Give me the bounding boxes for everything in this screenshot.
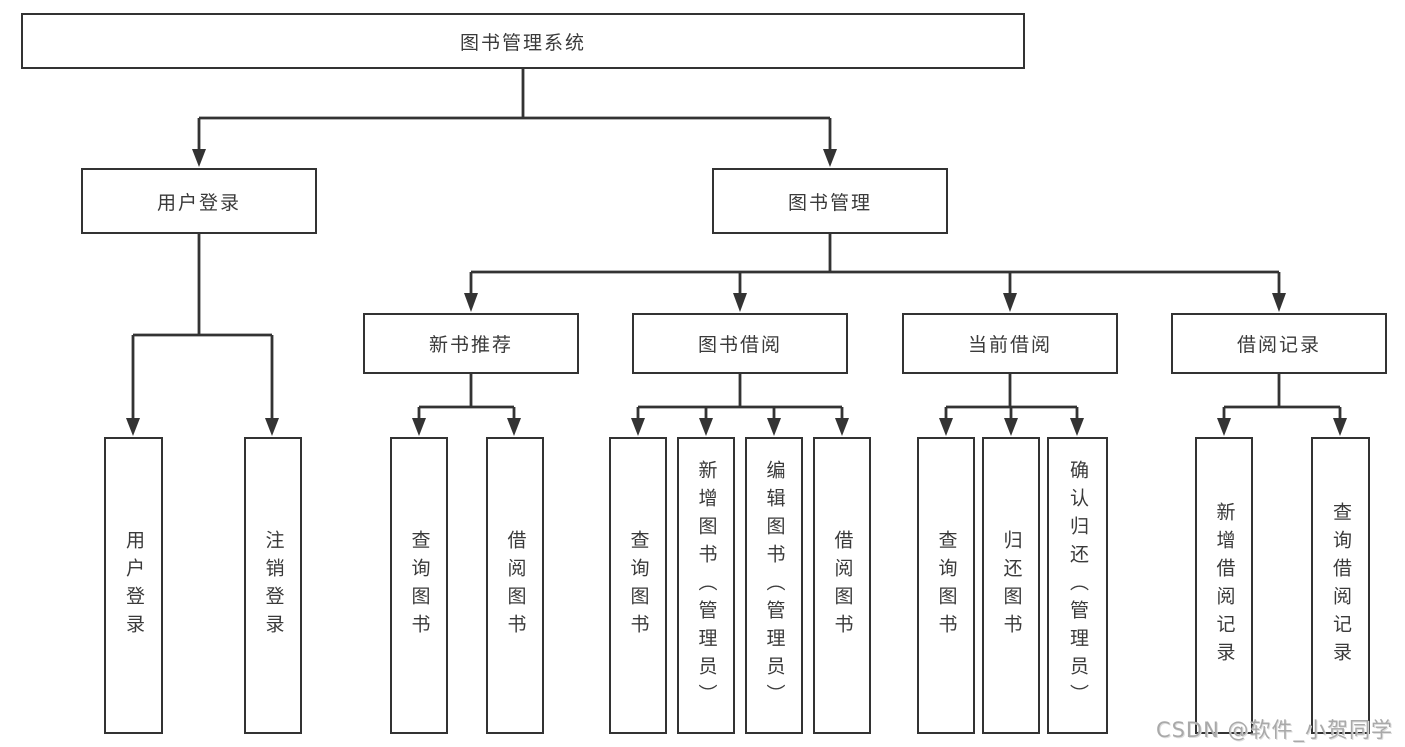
node-label: 查询图书 [408,529,431,642]
node-label: 用户登录 [156,191,241,214]
node-label: 图书管理系统 [459,31,586,54]
node-user-login: 用户登录 [81,168,317,234]
node-label: 借阅记录 [1236,334,1321,356]
node-query-books-recommend: 查询图书 [390,437,448,734]
node-book-management: 图书管理 [712,168,948,234]
node-borrow-records: 借阅记录 [1171,313,1387,374]
node-label: 图书借阅 [697,334,782,356]
node-label: 查询图书 [627,529,650,642]
node-query-books-borrow: 查询图书 [609,437,667,734]
node-root: 图书管理系统 [21,13,1025,69]
node-label: 借阅图书 [831,529,854,642]
node-label: 新增图书（管理员） [695,459,718,712]
node-logout: 注销登录 [244,437,302,734]
node-label: 新书推荐 [428,334,513,356]
node-label: 用户登录 [123,529,145,642]
node-label: 查询图书 [935,529,958,642]
node-query-borrow-record: 查询借阅记录 [1311,437,1370,734]
node-new-book-recommend: 新书推荐 [363,313,579,374]
node-borrow-books-leaf: 借阅图书 [813,437,871,734]
node-label: 新增借阅记录 [1213,501,1236,670]
node-user-login-leaf: 用户登录 [104,437,163,734]
node-confirm-return-admin: 确认归还（管理员） [1047,437,1108,734]
node-borrow-books-recommend: 借阅图书 [486,437,544,734]
node-label: 确认归还（管理员） [1067,459,1089,712]
watermark: CSDN @软件_小贺同学 [1155,718,1393,742]
node-current-borrow: 当前借阅 [902,313,1118,374]
node-label: 当前借阅 [967,334,1052,356]
node-book-borrow: 图书借阅 [632,313,848,374]
node-label: 注销登录 [262,529,285,642]
node-return-book: 归还图书 [982,437,1040,734]
node-label: 归还图书 [1000,529,1023,642]
node-edit-book-admin: 编辑图书（管理员） [745,437,803,734]
node-add-book-admin: 新增图书（管理员） [677,437,735,734]
node-add-borrow-record: 新增借阅记录 [1195,437,1253,734]
node-query-books-current: 查询图书 [917,437,975,734]
node-label: 图书管理 [787,191,872,214]
node-label: 编辑图书（管理员） [763,459,786,712]
node-label: 查询借阅记录 [1330,501,1352,670]
node-label: 借阅图书 [504,529,527,642]
